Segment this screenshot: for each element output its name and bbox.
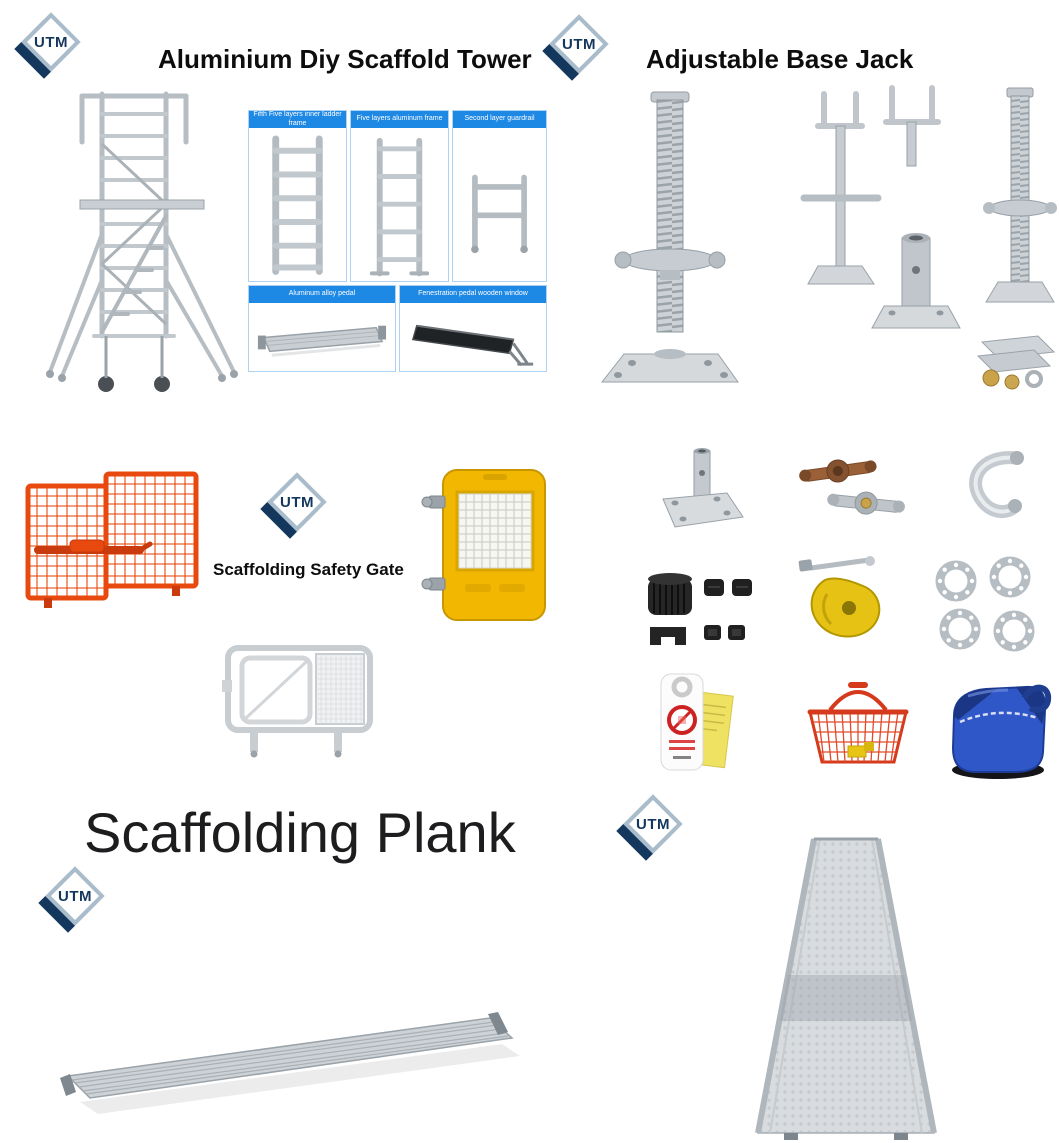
- thumb-aluminum-frame: Five layers aluminum frame: [350, 110, 449, 282]
- logo-text: UTM: [636, 816, 670, 833]
- orange-safety-gate-photo: [22, 466, 204, 634]
- wing-nut-couplers-photo: [793, 448, 910, 528]
- steel-hook-photo: [953, 446, 1045, 526]
- thumb-caption: Fifth Five layers inner ladder frame: [249, 111, 346, 128]
- yellow-clamp-photo: [791, 546, 903, 653]
- fenestration-pedal-image: [400, 303, 546, 380]
- red-wire-basket-photo: [798, 670, 918, 770]
- rosette-rings-photo: [926, 551, 1048, 658]
- utm-logo: UTM: [260, 472, 336, 542]
- plank-title: Scaffolding Plank: [84, 801, 516, 864]
- thumb-guardrail: Second layer guardrail: [452, 110, 547, 282]
- logo-text: UTM: [280, 494, 314, 511]
- thumb-alloy-pedal: Aluminum alloy pedal: [248, 285, 396, 372]
- guardrail-image: [453, 128, 546, 281]
- rubber-caps-photo: [640, 563, 767, 653]
- scaffold-tower-title: Aluminium Diy Scaffold Tower: [158, 44, 532, 74]
- base-jack-title: Adjustable Base Jack: [646, 44, 914, 74]
- thumb-inner-ladder-frame: Fifth Five layers inner ladder frame: [248, 110, 347, 282]
- safety-gate-title: Scaffolding Safety Gate: [213, 560, 404, 579]
- aluminum-plank-photo: [50, 998, 537, 1130]
- thumb-caption: Second layer guardrail: [453, 111, 546, 128]
- ladder-frame-image: [249, 128, 346, 282]
- thumb-fenestration-pedal: Fenestration pedal wooden window: [399, 285, 547, 372]
- logo-text: UTM: [34, 34, 68, 51]
- yellow-safety-gate-photo: [413, 466, 550, 628]
- thumb-caption: Fenestration pedal wooden window: [400, 286, 546, 303]
- utm-logo: UTM: [38, 866, 114, 936]
- base-jack-photo: [594, 84, 746, 396]
- checker-plank-photo: [750, 833, 942, 1140]
- base-jack-group-photo: [786, 80, 1059, 396]
- utm-logo: UTM: [542, 14, 618, 84]
- logo-text: UTM: [562, 36, 596, 53]
- thumb-caption: Aluminum alloy pedal: [249, 286, 395, 303]
- silver-safety-gate-photo: [216, 620, 384, 768]
- thumb-caption: Five layers aluminum frame: [351, 111, 448, 128]
- logo-text: UTM: [58, 888, 92, 905]
- utm-logo: UTM: [14, 12, 90, 82]
- utm-logo: UTM: [616, 794, 692, 864]
- base-plate-spigot-photo: [653, 443, 750, 540]
- blue-tool-bag-photo: [938, 676, 1059, 783]
- alloy-pedal-image: [249, 303, 395, 380]
- aluminum-frame-image: [351, 128, 448, 282]
- scaffold-tower-photo: [36, 84, 248, 398]
- warning-tag-photo: [653, 670, 745, 777]
